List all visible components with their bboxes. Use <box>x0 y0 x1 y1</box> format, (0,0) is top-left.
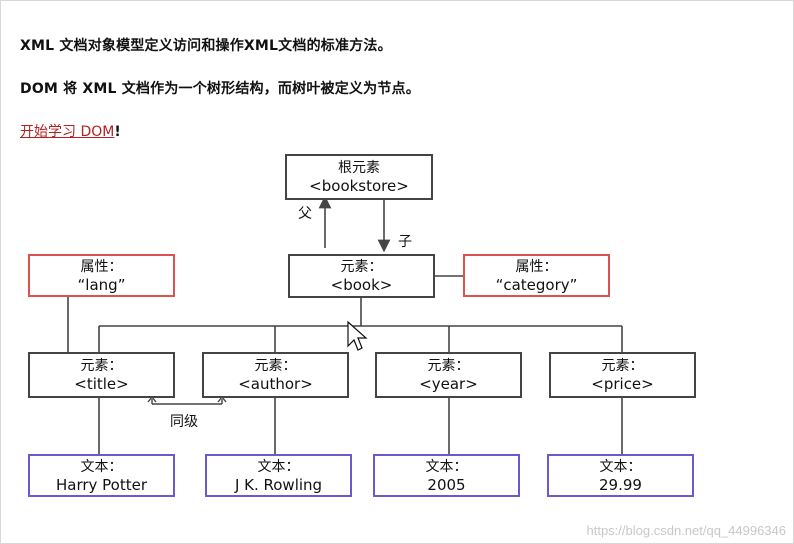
year-text-node: 文本： 2005 <box>373 454 520 497</box>
intro-line-2: DOM 将 XML 文档作为一个树形结构，而树叶被定义为节点。 <box>20 81 420 97</box>
text-value: 2005 <box>427 475 466 494</box>
lang-attr-title: 属性： <box>80 258 123 275</box>
text-title: 文本： <box>80 458 123 475</box>
text-title: 文本： <box>599 458 642 475</box>
title-text-node: 文本： Harry Potter <box>28 454 175 497</box>
title-element-node: 元素： <title> <box>28 352 175 398</box>
text-value: Harry Potter <box>55 475 148 494</box>
price-element-node: 元素： <price> <box>549 352 696 398</box>
start-learning-line: 开始学习 DOM! <box>20 121 121 141</box>
parent-label: 父 <box>298 206 312 222</box>
author-text-node: 文本： J K. Rowling <box>205 454 352 497</box>
text-value: J K. Rowling <box>234 475 323 494</box>
lang-attr-value: “lang” <box>77 275 126 294</box>
sibling-label: 同级 <box>170 414 198 430</box>
book-tag: <book> <box>330 276 393 294</box>
book-element-node: 元素： <book> <box>288 254 435 298</box>
mouse-cursor-icon <box>347 320 368 351</box>
element-title: 元素： <box>601 358 644 374</box>
book-title: 元素： <box>340 259 383 275</box>
category-attribute-node: 属性： “category” <box>463 254 610 297</box>
category-attr-value: “category” <box>495 275 578 294</box>
element-title: 元素： <box>427 358 470 374</box>
root-tag: <bookstore> <box>309 177 409 195</box>
sibling-bracket <box>151 399 223 405</box>
element-tag: <author> <box>238 375 313 393</box>
start-learning-dom-link[interactable]: 开始学习 DOM <box>20 124 115 140</box>
text-value: 29.99 <box>599 475 642 494</box>
link-suffix: ! <box>114 124 121 140</box>
text-title: 文本： <box>257 458 300 475</box>
child-label: 子 <box>398 234 412 250</box>
element-tag: <title> <box>74 375 129 393</box>
intro-line-1: XML 文档对象模型定义访问和操作XML文档的标准方法。 <box>20 38 392 54</box>
author-element-node: 元素： <author> <box>202 352 349 398</box>
price-text-node: 文本： 29.99 <box>547 454 694 497</box>
element-title: 元素： <box>80 358 123 374</box>
root-title: 根元素 <box>338 160 380 176</box>
lang-attribute-node: 属性： “lang” <box>28 254 175 297</box>
category-attr-title: 属性： <box>515 258 558 275</box>
year-element-node: 元素： <year> <box>375 352 522 398</box>
watermark: https://blog.csdn.net/qq_44996346 <box>586 523 787 538</box>
root-element-node: 根元素 <bookstore> <box>285 154 433 200</box>
element-title: 元素： <box>254 358 297 374</box>
element-tag: <price> <box>591 375 654 393</box>
element-tag: <year> <box>419 375 478 393</box>
text-title: 文本： <box>425 458 468 475</box>
